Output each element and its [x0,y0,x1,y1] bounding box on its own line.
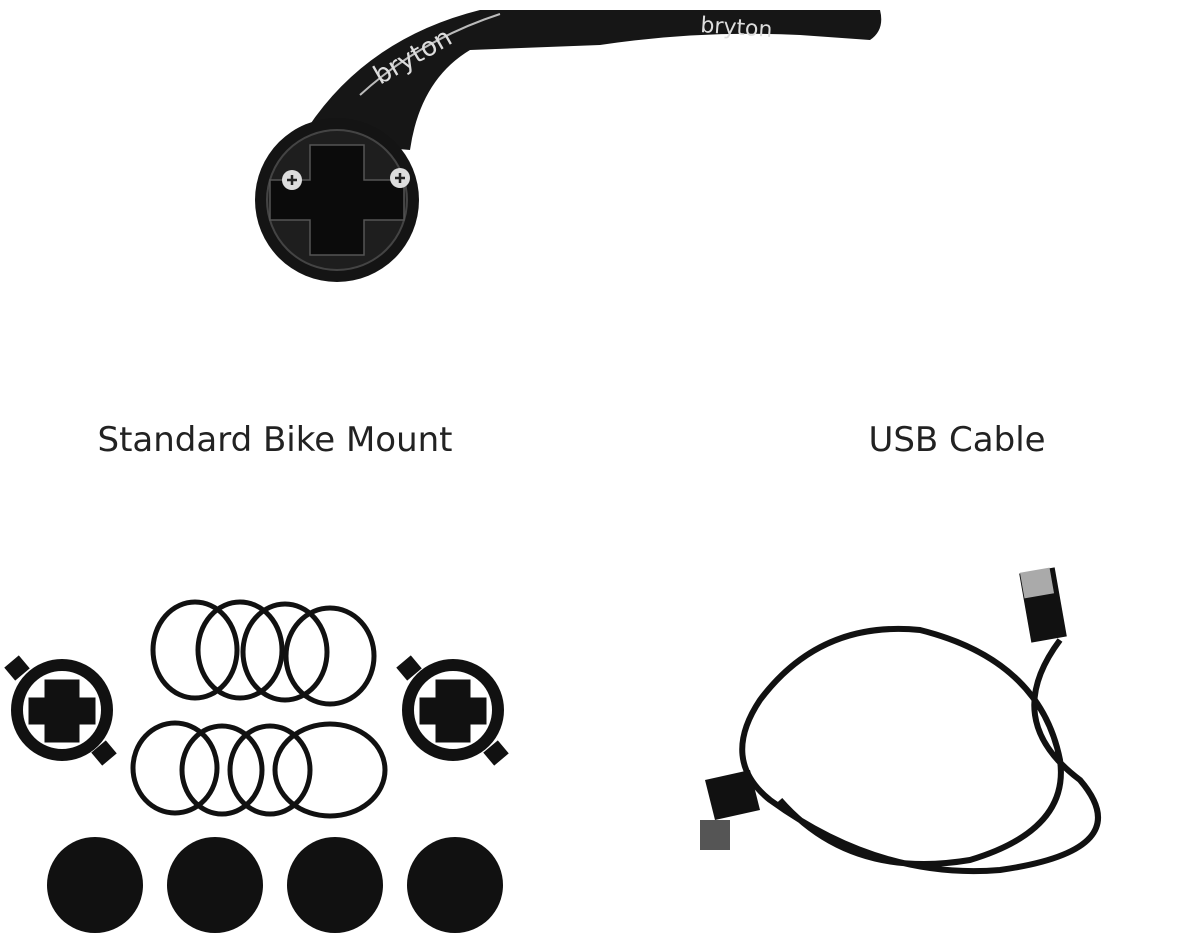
out-front-mount-image: bryton bryton [255,10,882,282]
mount-adapter [4,655,117,766]
usb-cable-image [700,567,1101,875]
mount-adapter [396,655,509,766]
standard-mount-kit-image [4,599,509,933]
standard-mount-label: Standard Bike Mount [97,420,453,460]
o-rings [130,599,388,819]
rubber-pads [47,837,503,933]
usb-cable-label: USB Cable [868,420,1046,460]
svg-text:bryton: bryton [700,13,774,43]
